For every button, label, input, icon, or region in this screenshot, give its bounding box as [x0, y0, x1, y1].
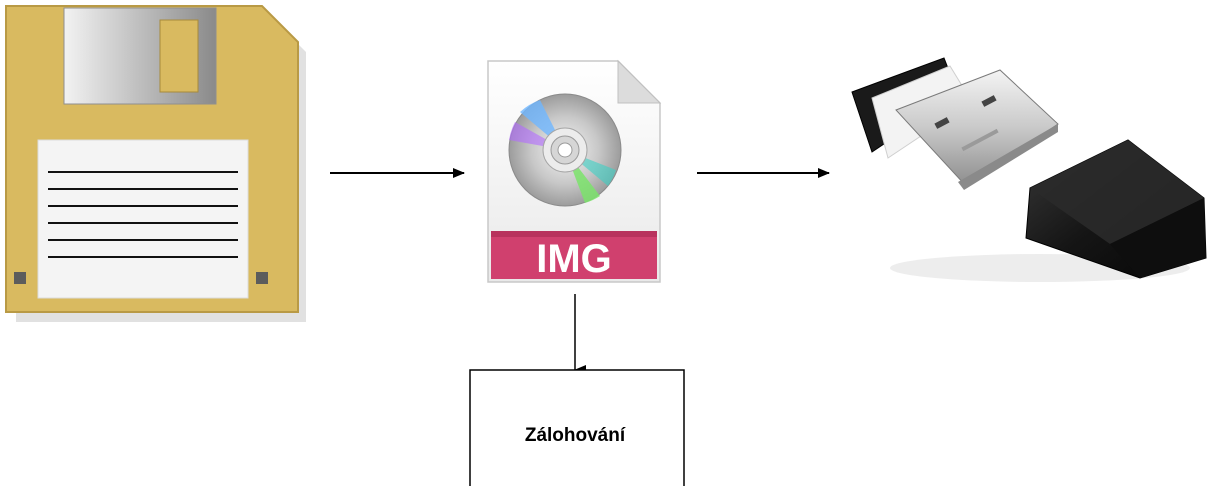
cd-disc-icon	[508, 93, 622, 207]
img-disc-image-file-icon: IMG	[487, 59, 662, 283]
backup-label: Zálohování	[525, 425, 626, 446]
img-badge-label: IMG	[536, 237, 612, 281]
backup-box: Zálohování	[469, 369, 685, 486]
floppy-disk-icon	[5, 5, 306, 322]
usb-flash-drive-icon	[851, 57, 1207, 282]
